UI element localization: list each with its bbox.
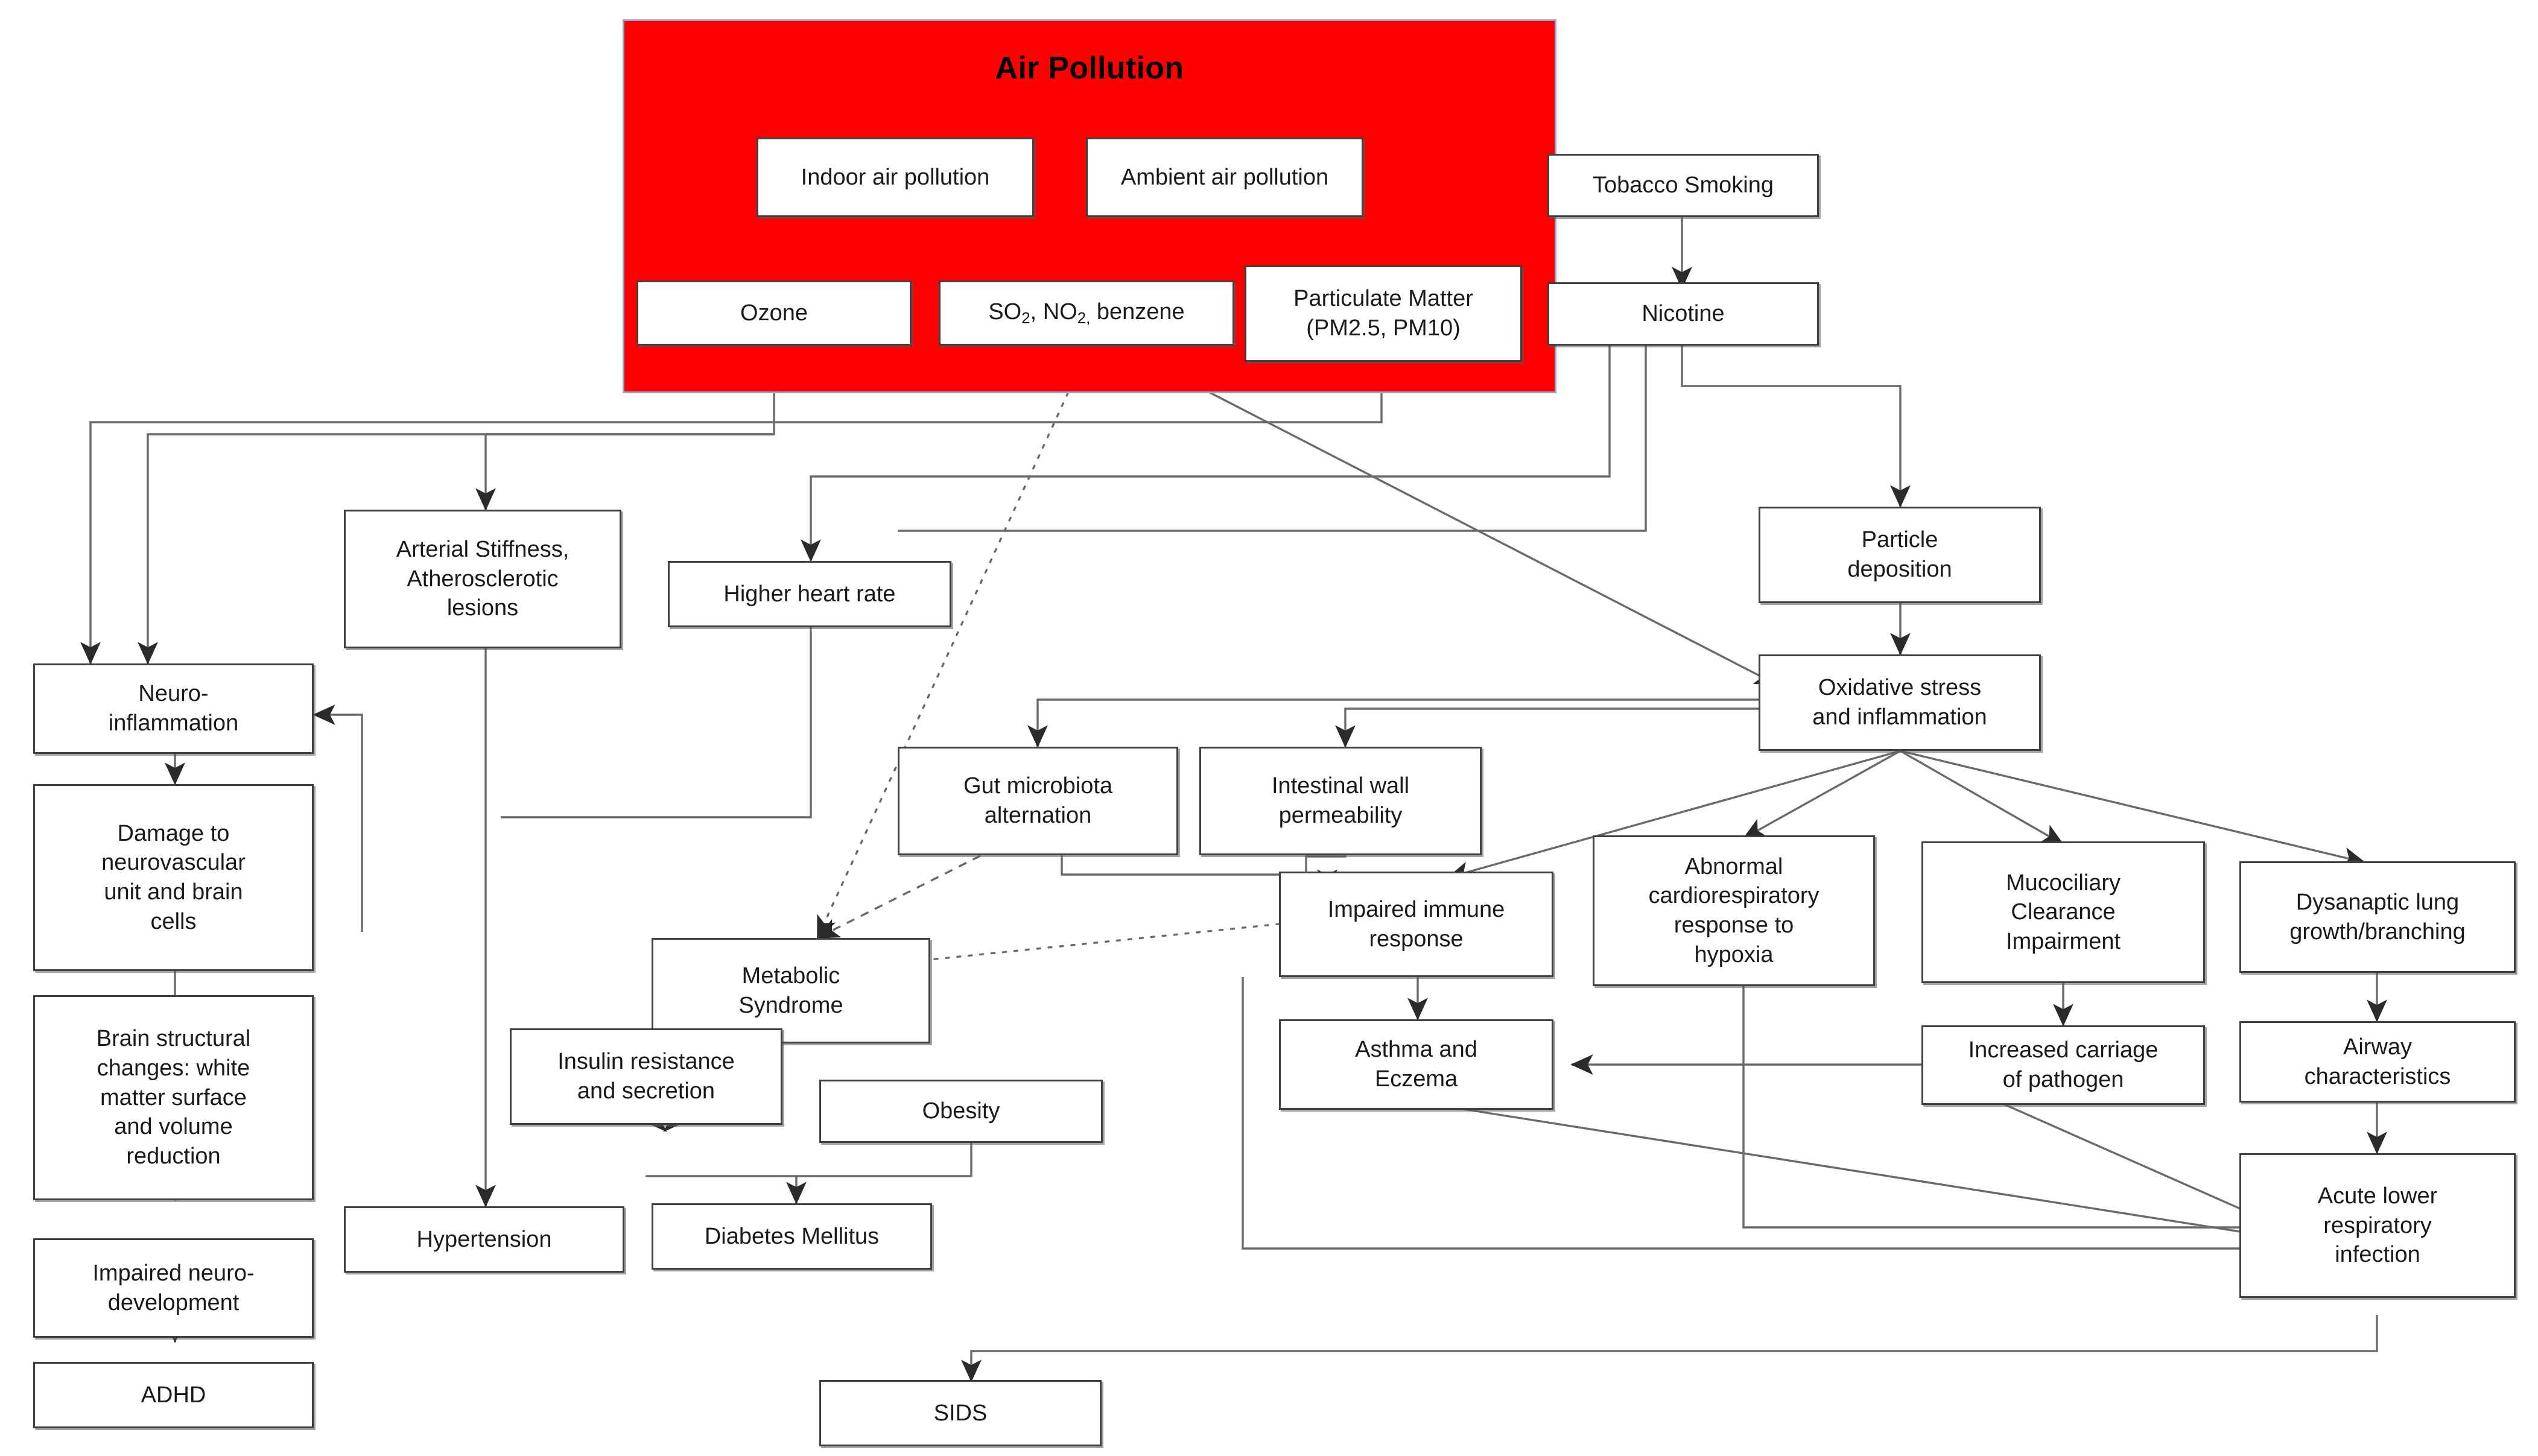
node-label: Impaired neuro-development [92, 1260, 255, 1315]
node-so2-no2-benzene[interactable]: SO2, NO2, benzene [939, 280, 1234, 346]
node-ambient-air-pollution[interactable]: Ambient air pollution [1086, 138, 1363, 217]
node-label: Hypertension [416, 1226, 552, 1252]
node-adhd[interactable]: ADHD [33, 1362, 314, 1428]
page-title: Air Pollution [995, 51, 1184, 86]
node-obesity[interactable]: Obesity [819, 1080, 1103, 1143]
node-label: Indoor air pollution [801, 164, 990, 190]
node-label: Neuro-inflammation [108, 681, 239, 736]
node-impaired-neuro-development[interactable]: Impaired neuro-development [33, 1238, 314, 1338]
node-label: Nicotine [1642, 301, 1725, 327]
node-label: Particulate Matter(PM2.5, PM10) [1293, 286, 1473, 341]
node-label: Ozone [740, 300, 808, 326]
node-label: Ambient air pollution [1120, 164, 1329, 190]
node-label: SO2, NO2, benzene [988, 299, 1185, 328]
node-tobacco-smoking[interactable]: Tobacco Smoking [1547, 154, 1819, 217]
node-label: SIDS [933, 1400, 988, 1426]
node-sids[interactable]: SIDS [819, 1380, 1102, 1446]
node-nicotine[interactable]: Nicotine [1547, 282, 1819, 346]
node-ozone[interactable]: Ozone [636, 280, 912, 346]
node-neuro-inflammation[interactable]: Neuro-inflammation [33, 663, 314, 754]
node-indoor-air-pollution[interactable]: Indoor air pollution [757, 138, 1034, 217]
node-label: Higher heart rate [723, 581, 896, 607]
node-higher-heart-rate[interactable]: Higher heart rate [668, 561, 951, 627]
node-particulate-matter[interactable]: Particulate Matter(PM2.5, PM10) [1245, 265, 1522, 362]
node-hypertension[interactable]: Hypertension [344, 1206, 624, 1273]
node-diabetes-mellitus[interactable]: Diabetes Mellitus [652, 1203, 932, 1270]
node-label: ADHD [141, 1382, 206, 1408]
node-label: Obesity [922, 1098, 1000, 1124]
node-label: Diabetes Mellitus [704, 1223, 880, 1249]
node-label: Tobacco Smoking [1593, 173, 1774, 198]
